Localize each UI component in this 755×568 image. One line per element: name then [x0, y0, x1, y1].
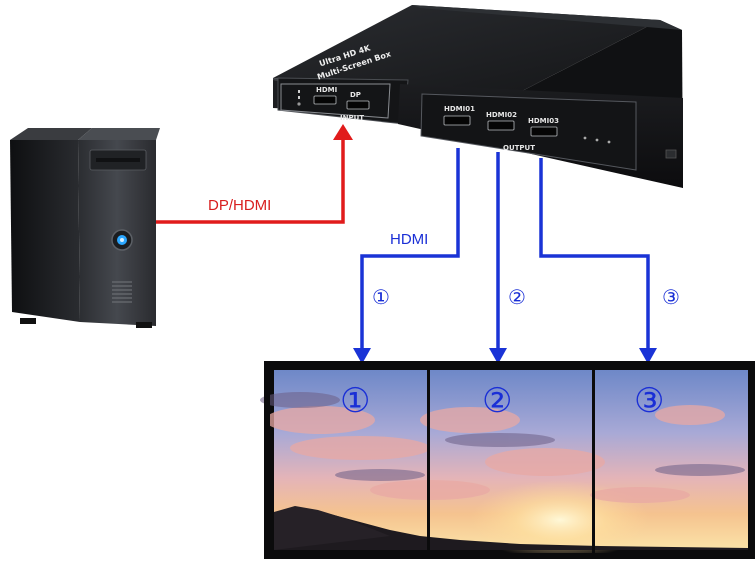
multi-screen-box: [273, 5, 683, 188]
output-connection-label: HDMI: [390, 231, 428, 248]
input-port-label-1: HDMI: [316, 86, 337, 94]
screen-number-1: ①: [340, 381, 370, 421]
output-number-1: ①: [372, 285, 390, 309]
output-section-label: OUTPUT: [503, 144, 535, 152]
output-number-2: ②: [508, 285, 526, 309]
output-number-3: ③: [662, 285, 680, 309]
screen-number-3: ③: [634, 381, 664, 421]
output-connection-3: [539, 158, 657, 364]
video-wall: [260, 361, 755, 560]
input-connection: [156, 124, 353, 224]
output-port-label-1: HDMI01: [444, 105, 475, 113]
computer-icon: [10, 128, 160, 328]
output-port-label-3: HDMI03: [528, 117, 559, 125]
input-section-label: INPUT: [340, 114, 364, 122]
screen-number-2: ②: [482, 381, 512, 421]
input-connection-label: DP/HDMI: [208, 197, 271, 214]
input-port-label-2: DP: [350, 91, 361, 99]
output-connection-1: [353, 148, 460, 364]
output-connection-2: [489, 152, 507, 364]
output-port-label-2: HDMI02: [486, 111, 517, 119]
